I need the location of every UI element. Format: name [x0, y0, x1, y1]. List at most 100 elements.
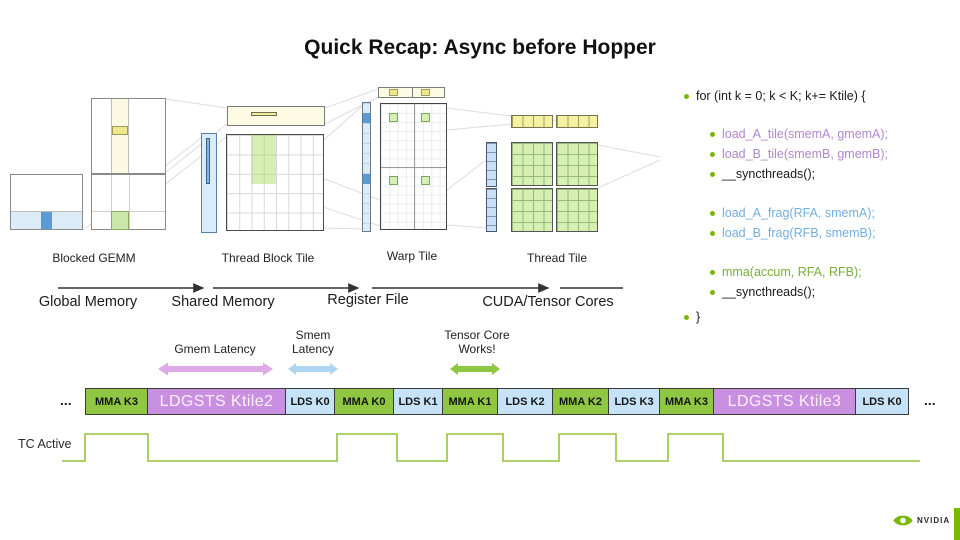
- timeline-segment: LDS K3: [608, 388, 660, 415]
- timeline-segment: LDGSTS Ktile3: [713, 388, 856, 415]
- label-warp-tile: Warp Tile: [386, 249, 438, 263]
- warp-accum-fragment: [421, 113, 430, 122]
- warp-b-fragment: [421, 89, 430, 96]
- thread-b-fragment-strip: [556, 115, 598, 128]
- bullet-icon: [710, 230, 715, 236]
- code-text: __syncthreads();: [722, 167, 816, 181]
- latency-arrows: [158, 362, 500, 376]
- timeline-ellipsis-left: ...: [60, 392, 72, 408]
- timeline-segment: MMA K3: [659, 388, 714, 415]
- grid-line: [111, 175, 112, 229]
- timeline-segment: MMA K2: [552, 388, 609, 415]
- warp-b-strip: [378, 87, 445, 98]
- code-text: load_A_tile(smemA, gmemA);: [722, 127, 889, 141]
- bullet-icon: [710, 289, 715, 295]
- divider-line: [414, 104, 415, 229]
- smem-a-bar: [201, 133, 217, 233]
- warp-tile-grid: [380, 103, 447, 230]
- threadblock-tile-grid: [226, 134, 324, 231]
- threadblock-green-band: [251, 135, 276, 184]
- blocked-gemm-c-matrix: [91, 174, 166, 230]
- timeline-segment: MMA K3: [85, 388, 148, 415]
- gmem-latency-arrow: [158, 362, 273, 376]
- timeline-segment: LDS K1: [393, 388, 443, 415]
- label-thread-block-tile: Thread Block Tile: [221, 251, 315, 265]
- thread-accum-grid: [511, 188, 553, 232]
- nvidia-eye-icon: [893, 515, 913, 526]
- code-line: load_A_tile(smemA, gmemA);: [710, 127, 888, 141]
- register-a-fragment-stack: [486, 188, 497, 232]
- label-blocked-gemm: Blocked GEMM: [52, 251, 136, 265]
- nvidia-wordmark: NVIDIA: [917, 516, 951, 525]
- bullet-icon: [710, 131, 715, 137]
- code-text: }: [696, 310, 701, 324]
- label-smem-latency: Smem Latency: [291, 328, 335, 356]
- code-text: load_A_frag(RFA, smemA);: [722, 206, 875, 220]
- c-matrix-tile: [111, 211, 129, 230]
- smem-a-inner-bar: [206, 138, 210, 184]
- timeline-segment: MMA K1: [442, 388, 498, 415]
- bullet-icon: [710, 269, 715, 275]
- code-line: mma(accum, RFA, RFB);: [710, 265, 862, 279]
- code-line: load_B_frag(RFB, smemB);: [710, 226, 876, 240]
- label-global-memory: Global Memory: [38, 294, 138, 310]
- label-thread-tile: Thread Tile: [526, 251, 588, 265]
- code-block: for (int k = 0; k < K; k+= Ktile) { load_…: [680, 82, 960, 332]
- code-line: }: [684, 310, 700, 324]
- code-line: load_B_tile(smemB, gmemB);: [710, 147, 888, 161]
- timeline-segment: LDGSTS Ktile2: [147, 388, 286, 415]
- grid-line: [129, 175, 130, 229]
- bullet-icon: [710, 210, 715, 216]
- thread-accum-grid: [511, 142, 553, 186]
- blocked-gemm-b-matrix: [91, 98, 166, 174]
- bullet-icon: [684, 314, 689, 320]
- timeline-segment: LDS K0: [855, 388, 909, 415]
- code-text: for (int k = 0; k < K; k+= Ktile) {: [696, 89, 866, 103]
- bullet-icon: [684, 93, 689, 99]
- code-line: for (int k = 0; k < K; k+= Ktile) {: [684, 89, 866, 103]
- timeline-segment: LDS K2: [497, 388, 553, 415]
- code-line: load_A_frag(RFA, smemA);: [710, 206, 875, 220]
- timeline-segment: MMA K0: [334, 388, 394, 415]
- label-gmem-latency: Gmem Latency: [174, 342, 256, 356]
- warp-a-fragment: [363, 113, 370, 123]
- a-matrix-tile: [41, 212, 52, 229]
- bullet-icon: [710, 171, 715, 177]
- blocked-gemm-a-matrix: [10, 174, 83, 230]
- slide-title: Quick Recap: Async before Hopper: [304, 36, 656, 59]
- thread-accum-grid: [556, 142, 598, 186]
- b-matrix-column-band: [111, 99, 129, 173]
- warp-accum-fragment: [421, 176, 430, 185]
- warp-accum-fragment: [389, 113, 398, 122]
- warp-accum-fragment: [389, 176, 398, 185]
- nvidia-logo: NVIDIA: [893, 514, 950, 527]
- code-line: __syncthreads();: [710, 167, 815, 181]
- green-edge-bar: [954, 508, 960, 540]
- smemB-inner-bar: [251, 112, 277, 116]
- label-tensor-core-works: Tensor Core Works!: [444, 328, 510, 356]
- code-text: load_B_tile(smemB, gmemB);: [722, 147, 889, 161]
- label-shared-memory: Shared Memory: [171, 294, 275, 310]
- divider-line: [381, 167, 446, 168]
- warp-b-fragment: [389, 89, 398, 96]
- divider-line: [412, 88, 413, 97]
- code-text: mma(accum, RFA, RFB);: [722, 265, 862, 279]
- warp-a-fragment: [363, 174, 370, 184]
- smem-latency-arrow: [288, 363, 338, 375]
- timeline-ellipsis-right: ...: [924, 392, 936, 408]
- thread-b-fragment-strip: [511, 115, 553, 128]
- a-matrix-row-band: [11, 211, 82, 229]
- label-register-file: Register File: [327, 292, 409, 308]
- code-text: __syncthreads();: [722, 285, 816, 299]
- label-cuda-tensor-cores: CUDA/Tensor Cores: [482, 294, 614, 310]
- warp-a-strip: [362, 102, 371, 232]
- tc-active-waveform: [62, 433, 920, 462]
- tensor-core-arrow: [450, 363, 500, 375]
- bullet-icon: [710, 151, 715, 157]
- thread-accum-grid: [556, 188, 598, 232]
- timeline-segment: LDS K0: [285, 388, 335, 415]
- code-line: __syncthreads();: [710, 285, 815, 299]
- code-text: load_B_frag(RFB, smemB);: [722, 226, 876, 240]
